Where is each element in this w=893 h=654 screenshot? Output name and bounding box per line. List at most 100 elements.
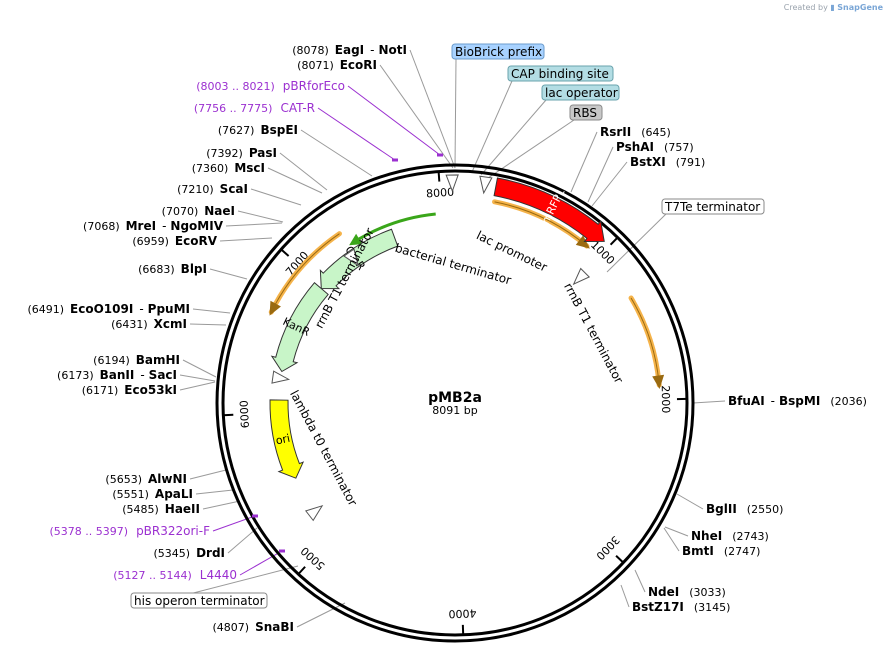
boxed-label[interactable]: his operon terminator <box>134 594 265 608</box>
restriction-sites: (8078)EagI-NotI(8071)EcoRI (7627)BspEI (73… <box>27 43 866 634</box>
restriction-site[interactable]: (7070)NaeI <box>162 204 235 218</box>
leader-line <box>237 210 284 223</box>
site-separator: - <box>140 368 144 382</box>
plasmid-name: pMB2a <box>428 390 482 406</box>
feature-arrows: mRFP1CmRKanRori <box>269 177 605 479</box>
tick-mark <box>615 555 625 564</box>
leader-line <box>267 167 323 194</box>
site-enzyme: DrdI <box>196 546 225 560</box>
site-label: BglII(2550) <box>706 502 783 516</box>
restriction-site[interactable]: (5653)AlwNI <box>105 472 187 486</box>
restriction-site[interactable]: (7068)MreI-NgoMIV <box>83 219 224 233</box>
orange-arc-core <box>270 233 340 313</box>
restriction-site[interactable]: (6491)EcoO109I-PpuMI <box>27 302 190 316</box>
primer-name: pBR322ori-F <box>136 524 210 538</box>
site-label: (8078)EagI-NotI <box>292 43 407 57</box>
tick-mark <box>437 171 441 182</box>
restriction-site[interactable]: (5485)HaeII <box>122 502 200 516</box>
primer-label[interactable]: (7756 .. 7775)CAT-R <box>194 101 315 115</box>
site-label: BstZ17I(3145) <box>632 600 730 614</box>
restriction-site[interactable]: PshAI(757) <box>616 140 694 154</box>
restriction-site[interactable]: NdeI(3033) <box>648 585 726 599</box>
restriction-site[interactable]: BstXI(791) <box>630 155 705 169</box>
restriction-site[interactable]: (7360)MscI <box>192 161 265 175</box>
site-enzyme: RsrII <box>600 125 631 139</box>
site-label: (8071)EcoRI <box>297 58 377 72</box>
snapgene-logo-icon: ▮ <box>830 3 835 12</box>
green-arc-arrowhead <box>349 233 363 246</box>
restriction-site[interactable]: BfuAI-BspMI(2036) <box>728 394 867 408</box>
site-enzyme: EagI <box>335 43 364 57</box>
primer-label[interactable]: (5127 .. 5144) L4440 <box>113 568 237 582</box>
restriction-site[interactable]: BstZ17I(3145) <box>632 600 730 614</box>
boxed-label-bg <box>569 104 603 121</box>
boxed-label[interactable]: T7Te terminator <box>664 200 760 214</box>
restriction-site[interactable]: (5345) DrdI <box>153 546 225 560</box>
restriction-site[interactable]: (5551)ApaLI <box>112 487 193 501</box>
site-label: (6173)BanII-SacI <box>57 368 177 382</box>
restriction-site[interactable]: (4807)SnaBI <box>213 620 294 634</box>
site-position: (5485) <box>122 503 159 516</box>
primer-label[interactable]: (8003 .. 8021)pBRforEco <box>196 79 345 93</box>
boxed-label[interactable]: RBS <box>573 106 597 120</box>
site-separator: - <box>162 219 166 233</box>
feature-arrow-kanr[interactable] <box>270 281 329 373</box>
restriction-site[interactable]: BglII(2550) <box>706 502 783 516</box>
site-position: (6194) <box>93 354 130 367</box>
site-label: PshAI(757) <box>616 140 694 154</box>
restriction-site[interactable]: (8071)EcoRI <box>297 58 377 72</box>
boxed-label[interactable]: CAP binding site <box>511 67 609 81</box>
restriction-site[interactable]: (6194) BamHI <box>93 353 180 367</box>
site-position: (4807) <box>213 621 250 634</box>
restriction-site[interactable]: RsrII(645) <box>600 125 671 139</box>
restriction-site[interactable]: (7627)BspEI <box>218 123 298 137</box>
restriction-site[interactable]: (7210)ScaI <box>177 182 248 196</box>
primer-leader <box>317 107 396 161</box>
feature-label: lambda t0 terminator <box>287 388 360 508</box>
site-position: (2743) <box>732 530 769 543</box>
primer-name: CAT-R <box>280 101 315 115</box>
leader-line <box>227 527 258 554</box>
orange-arc-arrowhead <box>652 374 665 390</box>
site-enzyme: MreI <box>126 219 156 233</box>
feature-arrow-mrfp1[interactable] <box>493 177 605 242</box>
site-position: (6431) <box>111 318 148 331</box>
site-enzyme: BamHI <box>136 353 180 367</box>
primer-range: (5127 .. 5144) <box>113 569 192 582</box>
tick-mark <box>297 566 306 575</box>
site-position: (7360) <box>192 162 229 175</box>
boxed-label[interactable]: lac operator <box>545 86 618 100</box>
boxed-label-bg <box>451 43 545 60</box>
boxed-label[interactable]: BioBrick prefix <box>455 45 542 59</box>
site-label: (5345) DrdI <box>153 546 225 560</box>
restriction-site[interactable]: NheI(2743) <box>691 529 769 543</box>
leader-line <box>620 584 630 608</box>
feature-arrow-ori[interactable] <box>269 399 305 479</box>
primer-label[interactable]: (5378 .. 5397)pBR322ori-F <box>50 524 211 538</box>
site-position: (6959) <box>132 235 169 248</box>
site-label: (6959)EcoRV <box>132 234 217 248</box>
site-enzyme: BfuAI <box>728 394 765 408</box>
site-position: (7627) <box>218 124 255 137</box>
site-label: (5551)ApaLI <box>112 487 193 501</box>
site-label: (6431)XcmI <box>111 317 187 331</box>
restriction-site[interactable]: (6959)EcoRV <box>132 234 217 248</box>
leader-line <box>279 152 328 191</box>
restriction-site[interactable]: (6431)XcmI <box>111 317 187 331</box>
restriction-site[interactable]: BmtI(2747) <box>682 544 760 558</box>
site-enzyme-2: NgoMIV <box>170 219 223 233</box>
orange-arc-arrowhead <box>575 235 590 249</box>
restriction-site[interactable]: (6171)Eco53kI <box>82 383 177 397</box>
restriction-site[interactable]: (7392)PasI <box>206 146 277 160</box>
restriction-site[interactable]: (6683)BlpI <box>138 262 207 276</box>
boxed-label-bg <box>507 65 614 82</box>
snapgene-credit: Created by ▮ SnapGene <box>784 3 883 12</box>
site-position: (5345) <box>153 547 190 560</box>
his-operon-mark <box>304 504 324 522</box>
restriction-site[interactable]: (8078)EagI-NotI <box>292 43 407 57</box>
site-enzyme: NdeI <box>648 585 679 599</box>
primer-name: L4440 <box>200 568 237 582</box>
plasmid-center-label: pMB2a 8091 bp <box>428 390 482 417</box>
restriction-site[interactable]: (6173)BanII-SacI <box>57 368 177 382</box>
leader-line <box>189 323 227 326</box>
